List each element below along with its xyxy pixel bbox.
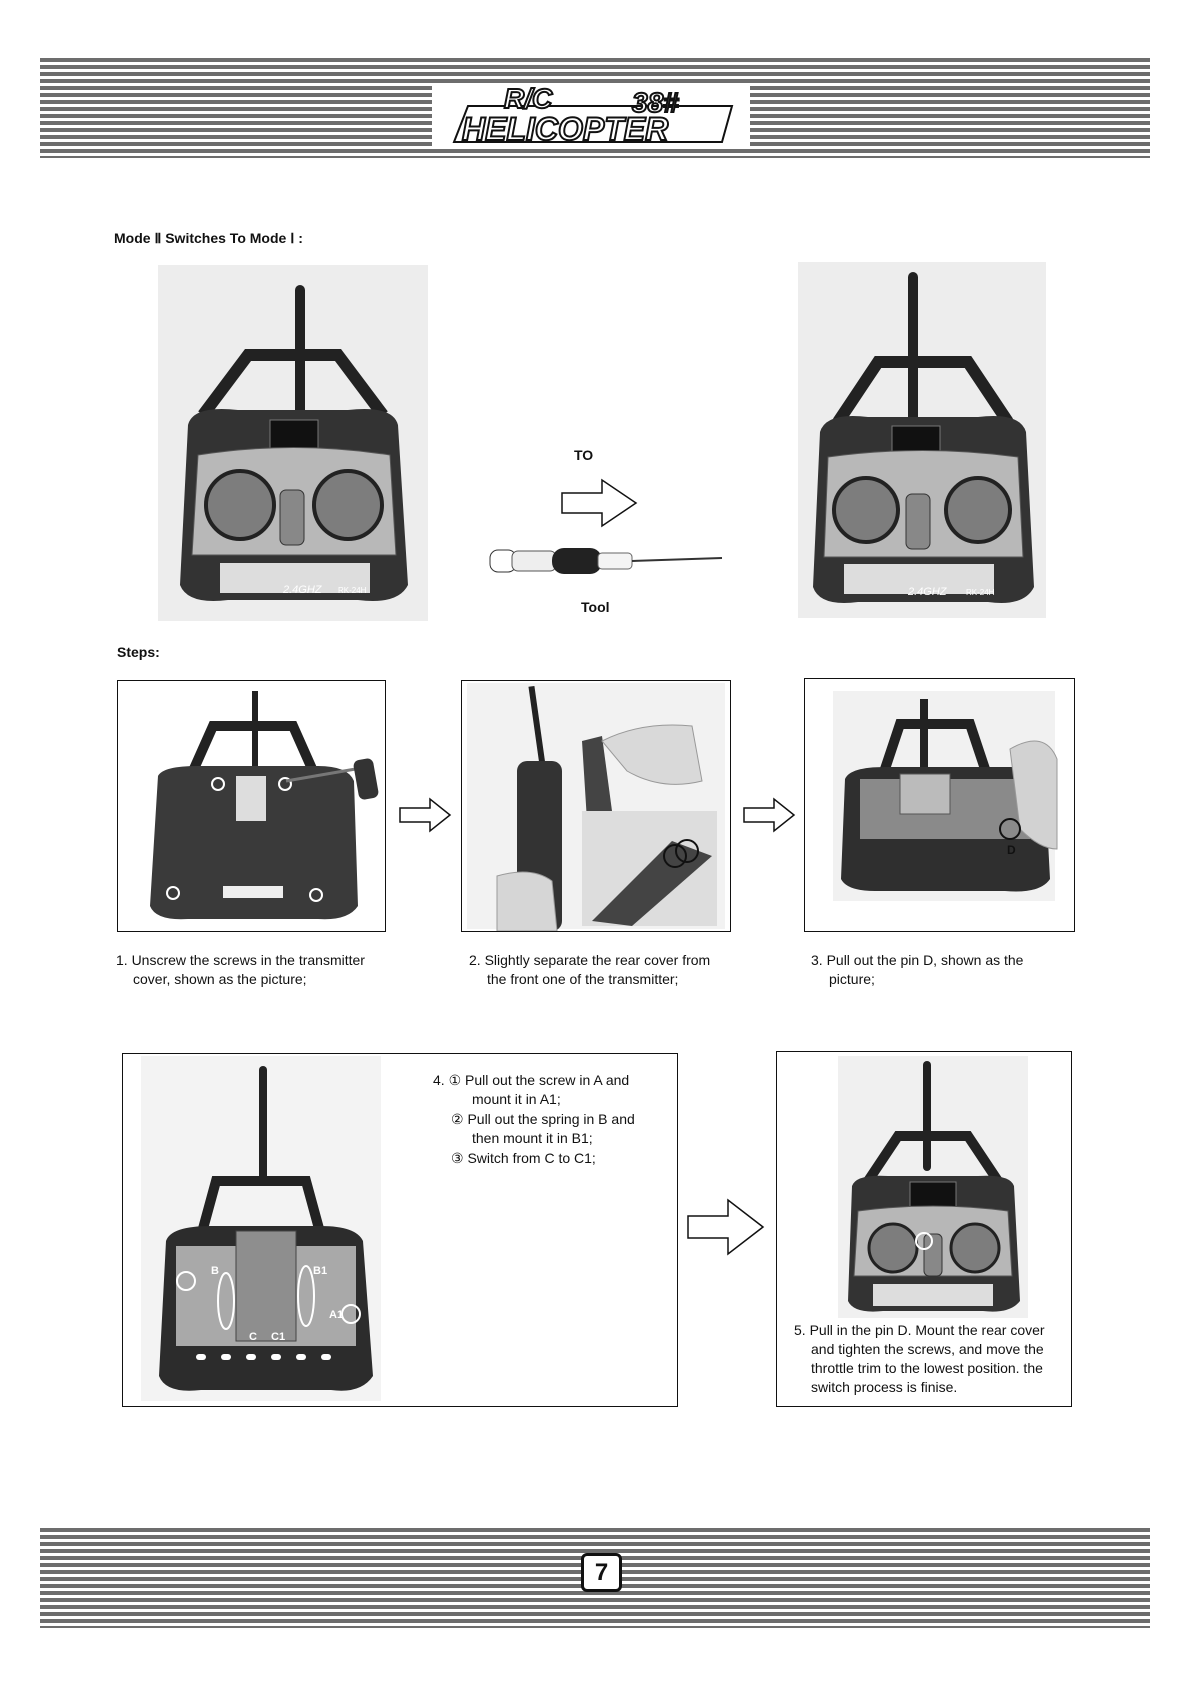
right-arrow-icon [399,797,452,833]
step2-caption-line2: the front one of the transmitter; [487,971,679,987]
section-title: Mode Ⅱ Switches To Mode Ⅰ : [114,230,303,246]
step1-image-frame [117,680,386,932]
step5-caption-line1: 5. Pull in the pin D. Mount the rear cov… [794,1322,1045,1338]
logo-number: 38# [632,87,679,118]
steps-title: Steps: [117,644,160,660]
step4-caption-line5: ③ Switch from C to C1; [451,1150,596,1166]
step1-rear-cover-illustration [150,691,379,920]
transmitter-band-left: 2.4GHZ [282,584,323,596]
logo-line1: R/C [504,84,553,114]
step3-caption-line1: 3. Pull out the pin D, shown as the [811,952,1024,968]
step4-caption-line2: mount it in A1; [472,1091,561,1107]
rc-helicopter-logo: R/C 38# HELICOPTER [432,82,750,148]
step5-caption-line3: throttle trim to the lowest position. th… [811,1360,1043,1376]
step2-separating-covers-illustration [467,683,725,932]
step3-image-frame: D [804,678,1075,932]
right-arrow-icon [743,797,796,833]
step5-frame: 5. Pull in the pin D. Mount the rear cov… [776,1051,1072,1407]
marker-c: C [249,1331,257,1343]
step5-caption-line4: switch process is finise. [811,1379,958,1395]
transmitter-model-right: RK-24H [966,588,995,597]
page-number: 7 [581,1553,622,1592]
step4-caption-line1: 4. ① Pull out the screw in A and [433,1072,630,1088]
screwdriver-icon [489,548,723,574]
transmitter-band-right: 2.4GHZ [907,586,948,598]
right-arrow-icon [687,1198,765,1256]
step1-caption-line2: cover, shown as the picture; [133,971,307,987]
transmitter-model-left: RK-24H [338,586,367,595]
step2-image-frame [461,680,731,932]
step1-caption-line1: 1. Unscrew the screws in the transmitter [116,952,365,968]
marker-b: B [211,1265,219,1277]
marker-a1: A1 [329,1309,343,1321]
tool-label: Tool [581,599,610,615]
to-label: TO [574,447,594,463]
marker-c1: C1 [271,1331,285,1343]
transmitter-mode1-photo: 2.4GHZ RK-24H [798,262,1046,618]
step3-caption-line2: picture; [829,971,875,987]
pin-d-marker: D [1007,843,1016,857]
step5-reassembled-transmitter-illustration [838,1056,1028,1318]
step5-caption-line2: and tighten the screws, and move the [811,1341,1044,1357]
logo-line2: HELICOPTER [462,111,668,147]
right-arrow-icon [561,478,638,528]
step4-caption-line4: then mount it in B1; [472,1130,593,1146]
step2-caption-line1: 2. Slightly separate the rear cover from [469,952,711,968]
step4-frame: B B1 A1 C C1 4. ① Pull out the screw in … [122,1053,678,1407]
step4-internal-board-illustration: B B1 A1 C C1 [141,1056,381,1401]
marker-b1: B1 [313,1265,327,1277]
transmitter-mode2-photo: 2.4GHZ RK-24H [158,265,428,621]
step4-caption-line3: ② Pull out the spring in B and [451,1111,635,1127]
step3-pull-pin-illustration: D [833,691,1058,901]
